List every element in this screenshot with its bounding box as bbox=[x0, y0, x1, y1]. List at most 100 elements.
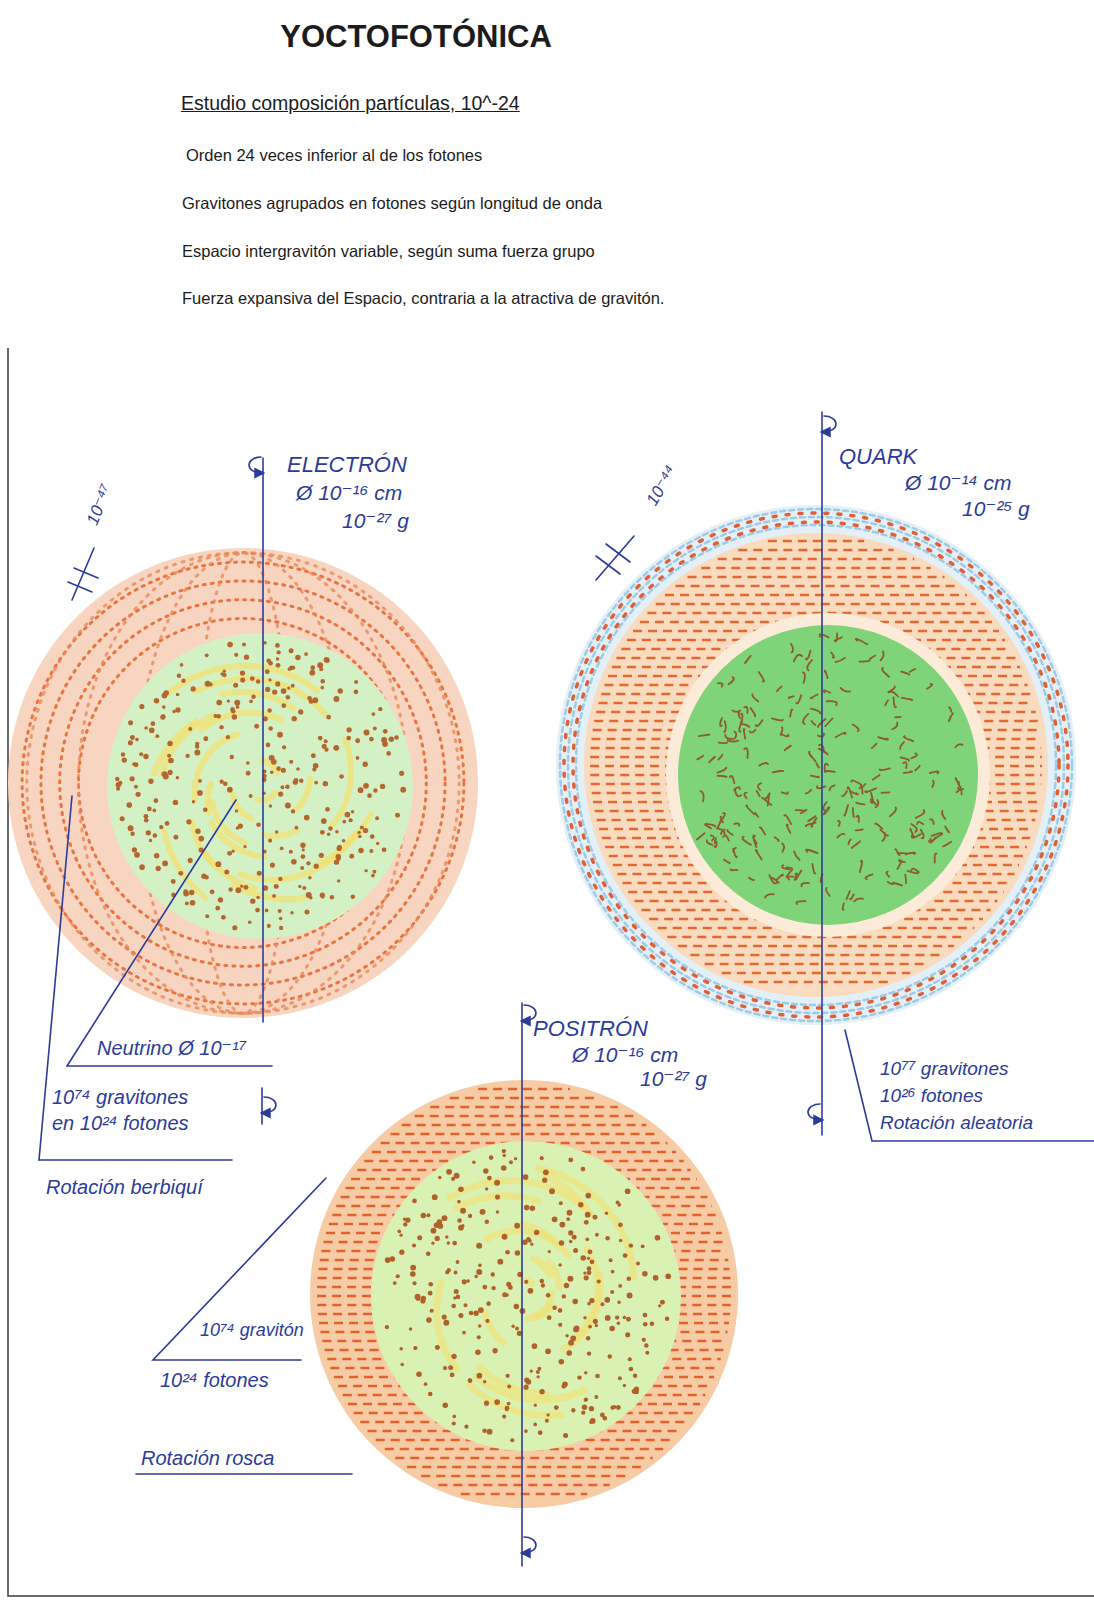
squiggle bbox=[842, 791, 847, 796]
dot bbox=[552, 1216, 558, 1222]
dot bbox=[514, 1157, 517, 1160]
squiggle bbox=[718, 683, 723, 687]
dot bbox=[385, 1257, 391, 1263]
dot bbox=[530, 1206, 535, 1211]
dot bbox=[450, 1372, 455, 1377]
dot bbox=[299, 778, 303, 782]
dot bbox=[216, 700, 222, 706]
squiggle bbox=[932, 781, 933, 787]
dot bbox=[385, 1325, 389, 1329]
squiggle bbox=[904, 736, 913, 741]
squiggle bbox=[725, 735, 733, 739]
dot bbox=[629, 1367, 634, 1372]
dot bbox=[643, 1313, 648, 1318]
squiggle bbox=[709, 757, 715, 763]
dot bbox=[221, 915, 226, 920]
dot bbox=[464, 1425, 468, 1429]
squiggle bbox=[837, 834, 844, 838]
dot bbox=[240, 885, 243, 888]
dot bbox=[497, 1259, 503, 1265]
dot bbox=[474, 1275, 478, 1279]
dot bbox=[152, 809, 156, 813]
swirl bbox=[535, 1294, 552, 1316]
dot bbox=[393, 1281, 397, 1285]
dot bbox=[263, 641, 267, 645]
dot bbox=[410, 1265, 416, 1271]
squiggle bbox=[902, 698, 913, 700]
dot bbox=[342, 820, 346, 824]
stripe bbox=[665, 594, 967, 597]
dot bbox=[204, 875, 208, 879]
squiggle bbox=[802, 883, 810, 887]
dot bbox=[435, 1236, 440, 1241]
swirl bbox=[207, 784, 210, 813]
squiggle bbox=[840, 688, 850, 692]
dot bbox=[403, 1222, 407, 1226]
squiggle bbox=[852, 841, 860, 848]
dot bbox=[265, 909, 269, 913]
dot bbox=[484, 1401, 489, 1406]
dot bbox=[215, 906, 220, 911]
dot bbox=[168, 758, 174, 764]
dot bbox=[235, 809, 238, 812]
squiggle bbox=[915, 766, 919, 770]
dot bbox=[645, 1351, 649, 1355]
dot bbox=[262, 769, 266, 773]
dot bbox=[655, 1235, 661, 1241]
dot bbox=[587, 1257, 590, 1260]
squiggle bbox=[811, 709, 820, 714]
dot bbox=[507, 1384, 511, 1388]
positron-core bbox=[371, 1141, 681, 1451]
squiggle bbox=[823, 802, 826, 810]
squiggle bbox=[738, 712, 740, 718]
dot bbox=[281, 768, 286, 773]
squiggle bbox=[825, 771, 835, 772]
squiggle bbox=[796, 901, 805, 904]
dot bbox=[231, 709, 236, 714]
dot bbox=[159, 825, 163, 829]
squiggle bbox=[958, 788, 962, 794]
dotted-ring bbox=[576, 525, 1056, 1005]
dot bbox=[443, 1366, 447, 1370]
dot bbox=[349, 818, 353, 822]
dot bbox=[533, 1423, 537, 1427]
rotation-symbol bbox=[808, 1104, 820, 1120]
dot bbox=[183, 891, 189, 897]
dot bbox=[304, 815, 310, 821]
dot bbox=[570, 1335, 576, 1341]
squiggle bbox=[910, 829, 914, 837]
dot bbox=[320, 830, 325, 835]
dot bbox=[378, 707, 382, 711]
dot bbox=[116, 782, 122, 788]
squiggle bbox=[734, 732, 736, 739]
dot bbox=[571, 1408, 575, 1412]
dot bbox=[173, 835, 178, 840]
dot bbox=[587, 1351, 591, 1355]
dot bbox=[228, 887, 232, 891]
dot bbox=[583, 1271, 586, 1274]
dot bbox=[545, 1348, 551, 1354]
leader-line bbox=[153, 1178, 326, 1360]
squiggle-texture bbox=[697, 633, 963, 909]
squiggle bbox=[847, 891, 850, 899]
squiggle bbox=[718, 755, 722, 760]
dot bbox=[572, 1235, 577, 1240]
dot bbox=[445, 1270, 449, 1274]
dot bbox=[412, 1199, 417, 1204]
dot bbox=[321, 818, 327, 824]
dot bbox=[524, 1377, 529, 1382]
dot bbox=[399, 771, 404, 776]
dot bbox=[186, 819, 191, 824]
rotation-symbol bbox=[824, 416, 836, 432]
squiggle bbox=[718, 775, 727, 778]
dotted-ring bbox=[22, 562, 464, 1004]
dot bbox=[528, 1288, 534, 1294]
dot bbox=[382, 741, 388, 747]
dot bbox=[477, 1373, 483, 1379]
dot bbox=[176, 776, 179, 779]
dot bbox=[478, 1264, 482, 1268]
dot bbox=[416, 1372, 422, 1378]
dot bbox=[240, 670, 245, 675]
dot bbox=[524, 1429, 528, 1433]
dot bbox=[653, 1275, 659, 1281]
